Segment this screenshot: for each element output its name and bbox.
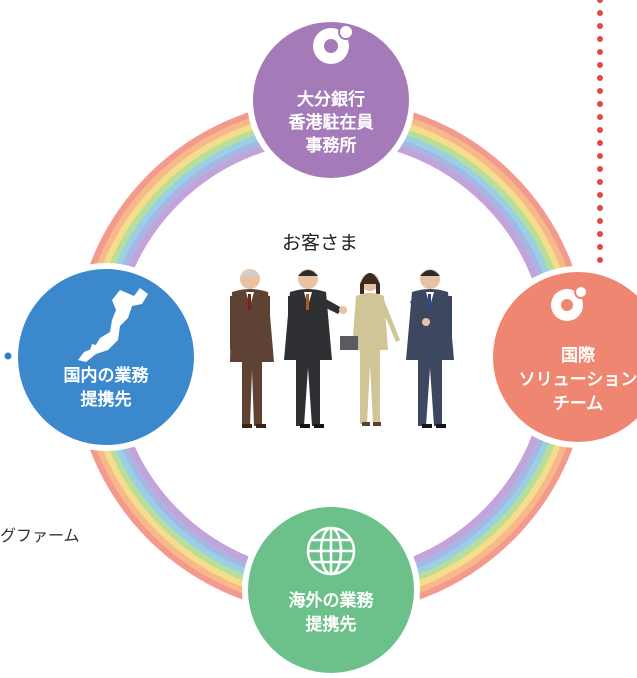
node-bottom-line-2: 提携先 <box>306 614 357 635</box>
globe-icon <box>306 526 356 576</box>
node-top: 大分銀行 香港駐在員 事務所 <box>247 16 415 184</box>
customer-figure <box>284 269 347 428</box>
customer-figure <box>340 273 400 426</box>
node-right-line-1: 国際 <box>561 345 596 366</box>
node-bottom-line-1: 海外の業務 <box>289 590 375 611</box>
center-label: お客さま <box>281 232 358 254</box>
bank-logo-icon <box>551 285 588 321</box>
node-top-line-1: 大分銀行 <box>297 89 365 110</box>
node-right: 国際 ソリューション チーム <box>487 266 637 448</box>
customer-figure <box>406 269 454 428</box>
node-left: 国内の業務 提携先 <box>12 263 200 451</box>
bank-logo-icon <box>313 24 354 64</box>
customer-figure <box>230 269 274 428</box>
node-right-line-2: ソリューション <box>519 370 637 390</box>
node-left-line-2: 提携先 <box>81 389 132 410</box>
node-left-line-1: 国内の業務 <box>64 365 150 386</box>
left-edge-text: グファーム <box>0 526 80 545</box>
node-top-line-2: 香港駐在員 <box>289 112 374 133</box>
customers-illustration <box>230 269 454 428</box>
node-right-line-3: チーム <box>553 394 604 414</box>
connector-dot <box>4 352 12 360</box>
node-bottom: 海外の業務 提携先 <box>242 501 420 678</box>
node-top-line-3: 事務所 <box>306 135 357 156</box>
japan-map-icon <box>78 288 148 362</box>
